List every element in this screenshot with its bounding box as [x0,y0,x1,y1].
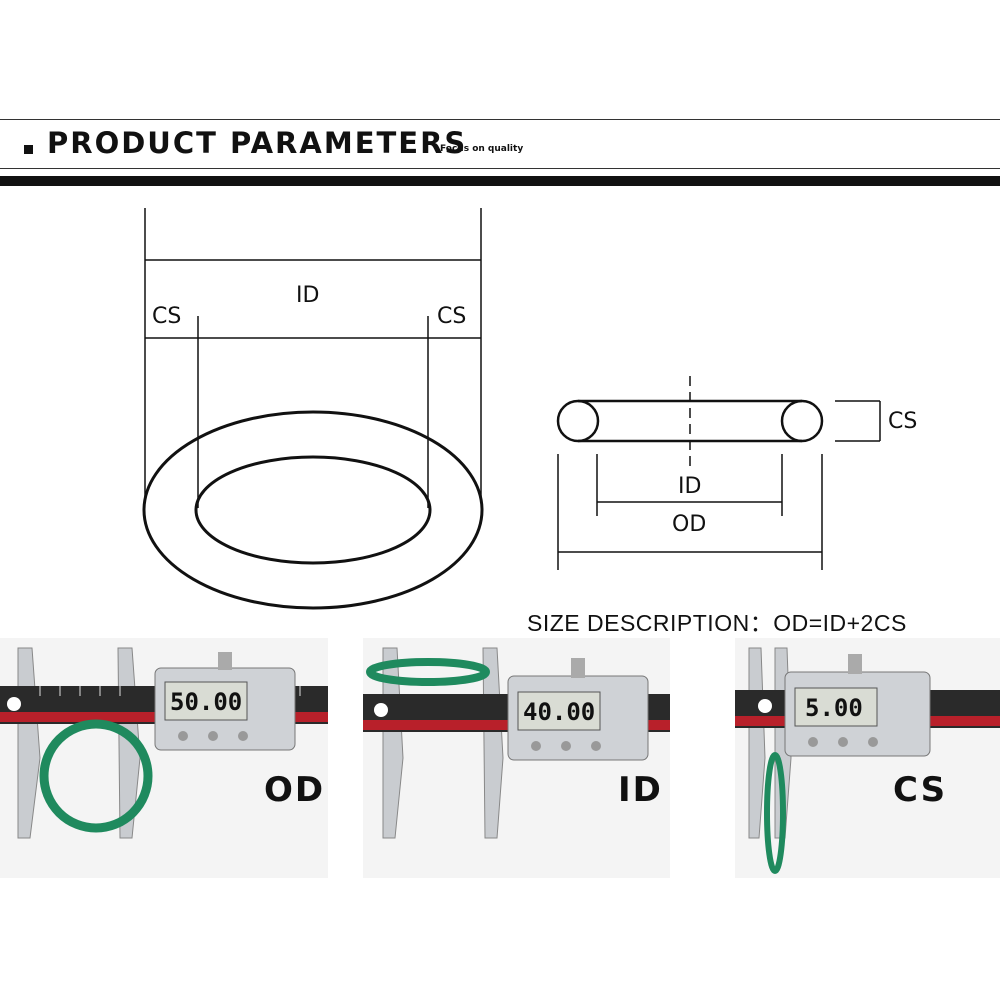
caliper-reading-cs: 5.00 [805,694,863,722]
size-description: SIZE DESCRIPTION：OD=ID+2CS [527,610,907,636]
caliper-reading-od: 50.00 [170,688,243,716]
page-title: PRODUCT PARAMETERS [47,126,468,160]
caliper-cs-image [735,638,1000,878]
id-label-front: ID [296,283,320,308]
header-thick-rule [0,176,1000,186]
photo-cs-measurement: 5.00 [735,638,1000,878]
page-subtitle: Focus on quality [440,144,524,154]
photo-label-cs: CS [893,770,948,810]
photo-id-measurement: 40.00 [363,638,670,878]
id-label-section: ID [678,474,702,499]
cs-label-left: CS [152,304,182,329]
header-bullet [24,145,33,154]
header-mid-rule [0,168,1000,169]
photo-label-id: ID [618,770,663,810]
oring-front-diagram [142,208,881,610]
caliper-reading-id: 40.00 [523,698,596,726]
caliper-od-image [0,638,328,878]
cs-label-section: CS [888,409,918,434]
photo-label-od: OD [264,770,326,810]
photo-od-measurement: 50.00 [0,638,328,878]
cs-label-right: CS [437,304,467,329]
header-top-rule [0,119,1000,120]
caliper-id-image [363,638,670,878]
od-label-section: OD [672,512,707,537]
